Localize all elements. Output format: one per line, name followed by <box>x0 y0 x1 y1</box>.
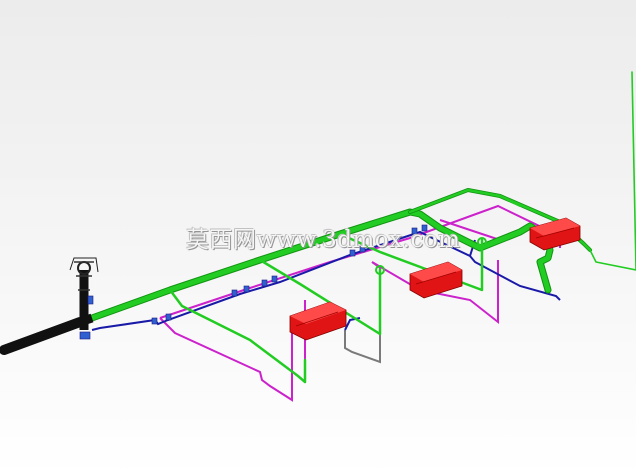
condensate-pipe-network <box>344 261 381 364</box>
main-riser-pipe <box>0 257 99 355</box>
radiator-unit-1 <box>289 301 347 341</box>
valve-fittings <box>79 224 487 340</box>
watermark-text: 莫西网www.3dmox.com <box>186 227 461 253</box>
radiator-unit-2 <box>409 261 463 299</box>
radiator-unit-3 <box>529 217 581 251</box>
